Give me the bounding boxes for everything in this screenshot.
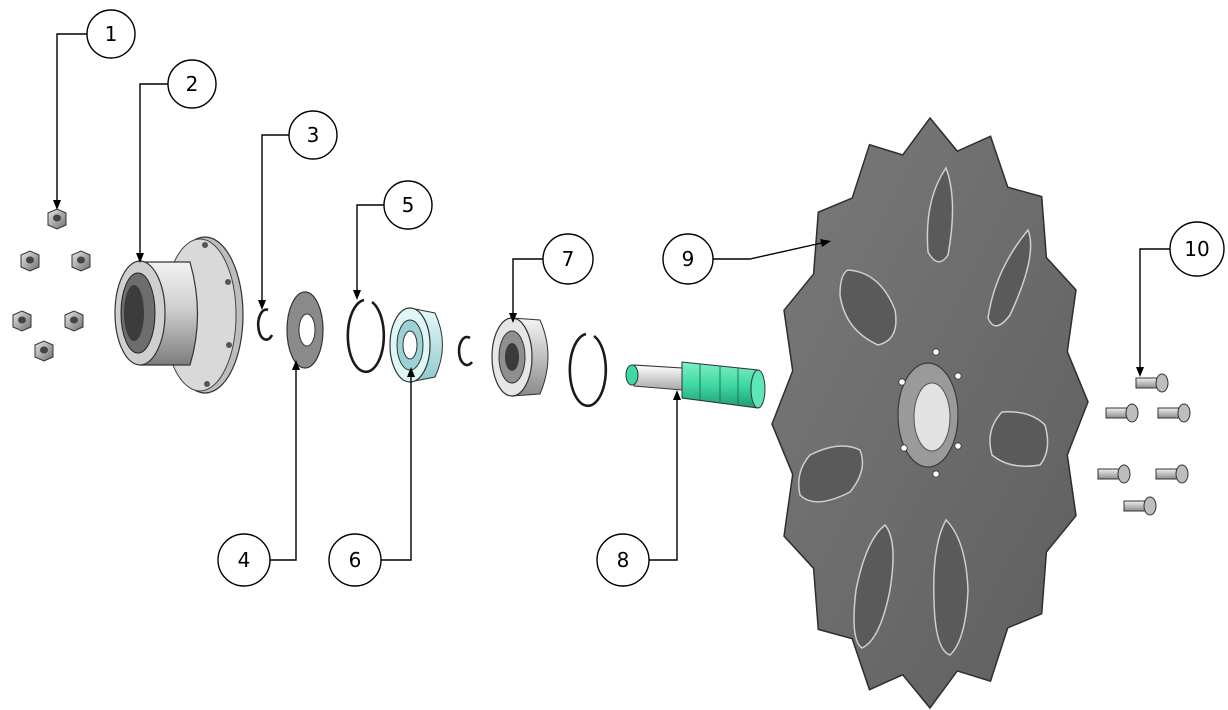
callouts: 1 2 3 4 5 6 7 8 [86,9,1225,587]
arrowhead [407,367,415,377]
arrowhead [53,200,61,210]
bolt [1123,496,1157,516]
snap-ring-large [346,298,386,374]
callout-1: 1 [86,9,136,59]
arrowheads [53,200,1144,400]
callout-5: 5 [383,180,433,230]
callout-3-label: 3 [307,123,320,147]
arrowhead [136,253,144,263]
arrowhead [820,239,831,247]
callout-2: 2 [167,59,217,109]
leader-6 [380,372,412,561]
callout-2-label: 2 [186,72,199,96]
nut [64,310,84,332]
leader-8 [649,395,678,561]
bolt [1105,403,1139,423]
callout-7: 7 [542,233,594,285]
callout-1-label: 1 [105,22,118,46]
bolt [1097,464,1131,484]
callout-10-label: 10 [1184,237,1209,261]
leader-10 [1139,248,1171,372]
arrowhead [1136,367,1144,377]
bolt [1135,373,1169,393]
leader-5 [356,204,384,295]
nut-group [12,208,91,362]
arrowhead [353,290,361,300]
callout-8: 8 [596,533,650,587]
callout-4: 4 [217,533,271,587]
nut [34,340,54,362]
leader-lines [56,33,1171,561]
nut [12,310,32,332]
arrowhead [509,313,517,323]
arrowhead [258,300,266,310]
snap-ring-large-2 [568,332,608,408]
callout-4-label: 4 [238,548,251,572]
leader-2 [139,83,168,258]
snap-ring-small-2 [457,335,474,367]
leader-9 [712,241,827,260]
bolt [1155,464,1189,484]
nut [47,208,67,230]
callout-6-label: 6 [349,548,362,572]
arrowhead [292,360,300,370]
nut [71,250,91,272]
washer [286,291,324,369]
bearing [491,317,549,397]
callout-3: 3 [288,110,338,160]
leader-1 [56,33,88,205]
leader-7 [512,258,544,318]
bolt-group [1097,373,1191,516]
flanged-hub [114,236,244,394]
snap-ring-small [256,308,274,341]
bearing-highlighted [389,307,443,383]
bolt [1157,403,1191,423]
callout-9: 9 [662,233,714,285]
leader-3 [261,134,290,305]
serrated-disc [771,116,1089,710]
callout-5-label: 5 [402,193,415,217]
callout-6: 6 [328,533,382,587]
callout-8-label: 8 [617,548,630,572]
callout-10: 10 [1169,221,1225,277]
shaft [625,361,766,409]
nut [20,250,40,272]
disc-cutouts [798,166,1049,656]
leader-4 [270,365,297,561]
disc-center-hub [897,348,962,478]
callout-9-label: 9 [682,247,695,271]
arrowhead [673,390,681,400]
callout-7-label: 7 [562,247,575,271]
